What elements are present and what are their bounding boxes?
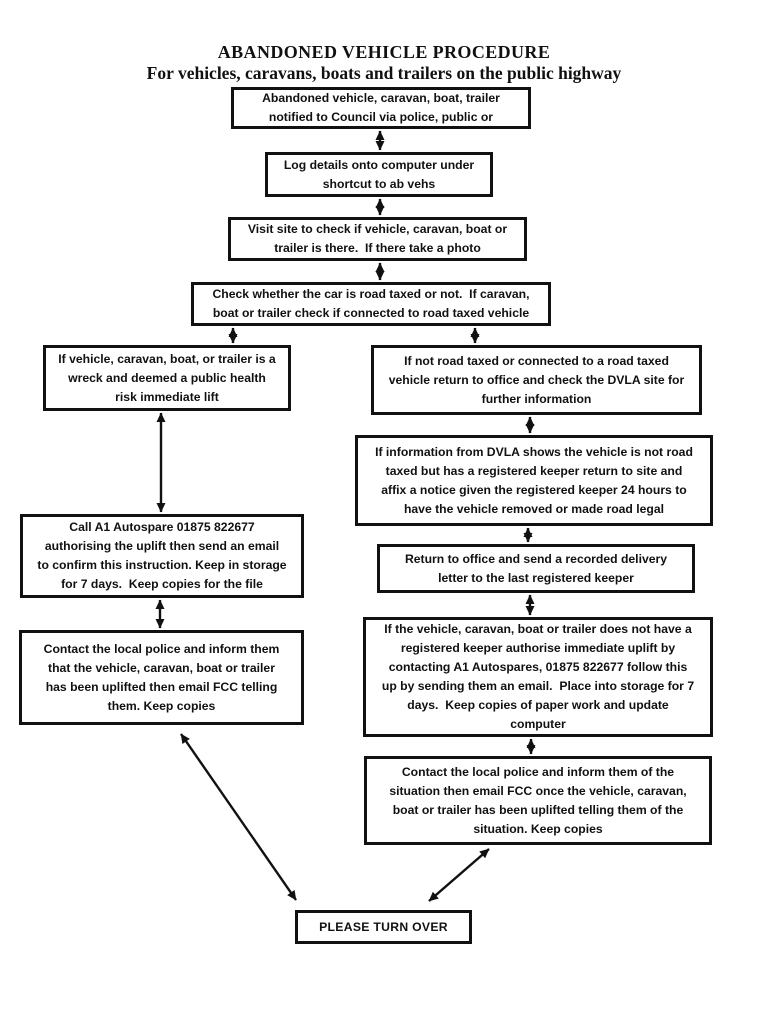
flow-box-check-tax: Check whether the car is road taxed or n… bbox=[191, 282, 551, 326]
flow-box-dvla-notice: If information from DVLA shows the vehic… bbox=[355, 435, 713, 526]
flow-box-call-autospare-text: Call A1 Autospare 01875 822677 authorisi… bbox=[37, 520, 287, 591]
flow-box-dvla-check-text: If not road taxed or connected to a road… bbox=[388, 353, 685, 406]
flow-box-notified-text: Abandoned vehicle, caravan, boat, traile… bbox=[262, 91, 500, 124]
flow-box-police-left: Contact the local police and inform them… bbox=[19, 630, 304, 725]
flow-box-visit-site: Visit site to check if vehicle, caravan,… bbox=[228, 217, 527, 261]
flow-box-log-details-text: Log details onto computer under shortcut… bbox=[283, 157, 475, 191]
flow-box-turn-over: PLEASE TURN OVER bbox=[295, 910, 472, 944]
flow-box-recorded-letter-text: Return to office and send a recorded del… bbox=[404, 551, 668, 585]
flow-box-visit-site-text: Visit site to check if vehicle, caravan,… bbox=[247, 222, 508, 255]
flow-box-wreck-lift: If vehicle, caravan, boat, or trailer is… bbox=[43, 345, 291, 411]
flow-box-no-keeper-uplift: If the vehicle, caravan, boat or trailer… bbox=[363, 617, 713, 737]
flow-box-police-right-text: Contact the local police and inform them… bbox=[389, 764, 687, 836]
flow-box-no-keeper-uplift-text: If the vehicle, caravan, boat or trailer… bbox=[381, 622, 695, 731]
flow-box-call-autospare: Call A1 Autospare 01875 822677 authorisi… bbox=[20, 514, 304, 598]
page-title: ABANDONED VEHICLE PROCEDURE bbox=[217, 42, 551, 62]
flow-box-wreck-lift-text: If vehicle, caravan, boat, or trailer is… bbox=[58, 351, 276, 404]
flow-box-recorded-letter: Return to office and send a recorded del… bbox=[377, 544, 695, 593]
page-subtitle: For vehicles, caravans, boats and traile… bbox=[146, 63, 622, 83]
flow-box-dvla-notice-text: If information from DVLA shows the vehic… bbox=[375, 444, 693, 516]
flow-box-police-right: Contact the local police and inform them… bbox=[364, 756, 712, 845]
arrow-police-right-turnover bbox=[428, 848, 490, 902]
flow-box-notified: Abandoned vehicle, caravan, boat, traile… bbox=[231, 87, 531, 129]
flow-box-police-left-text: Contact the local police and inform them… bbox=[43, 641, 280, 713]
flow-box-turn-over-text: PLEASE TURN OVER bbox=[319, 919, 448, 934]
arrow-police-left-turnover bbox=[180, 733, 297, 901]
flow-box-dvla-check: If not road taxed or connected to a road… bbox=[371, 345, 702, 415]
flow-box-log-details: Log details onto computer under shortcut… bbox=[265, 152, 493, 197]
flow-box-check-tax-text: Check whether the car is road taxed or n… bbox=[212, 287, 530, 320]
